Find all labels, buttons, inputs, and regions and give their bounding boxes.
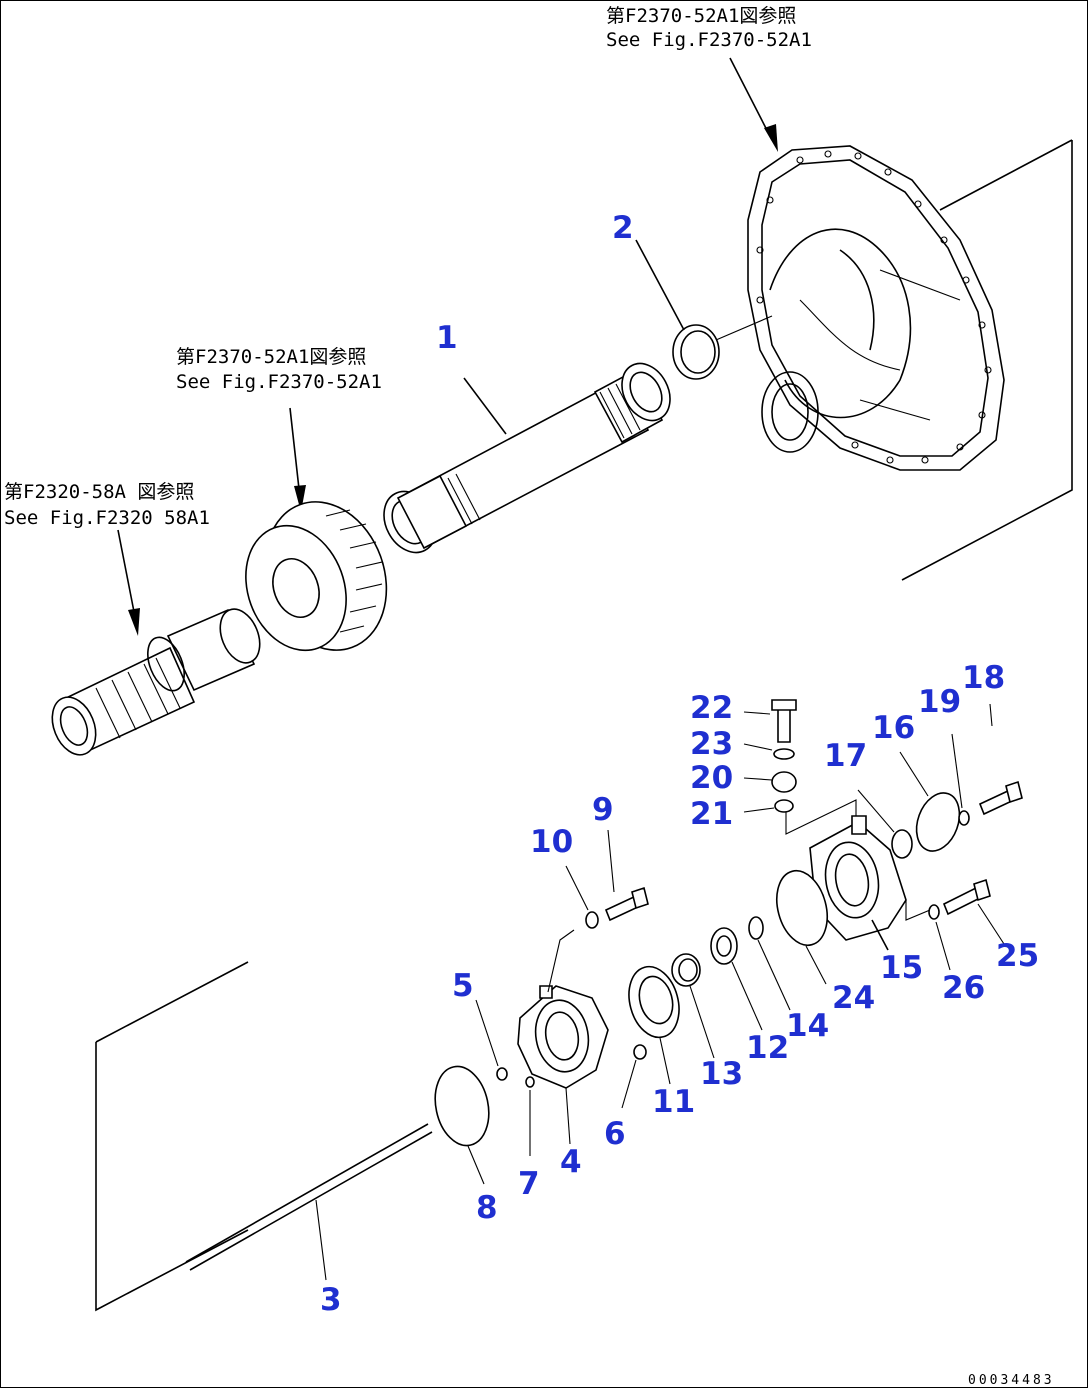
part-7-pin	[525, 1076, 535, 1156]
label-part-19: 19	[918, 684, 961, 720]
part-26-washer	[928, 904, 951, 971]
label-part-9: 9	[592, 792, 614, 828]
reference-arrows	[117, 57, 778, 636]
splined-shaft	[51, 608, 261, 756]
part-9-bolt	[604, 829, 649, 922]
reference-gear-jp: 第F2370-52A1図参照	[176, 346, 366, 368]
label-part-12: 12	[746, 1030, 789, 1066]
reference-housing-jp: 第F2370-52A1図参照	[606, 5, 796, 27]
label-part-15: 15	[880, 950, 923, 986]
label-part-10: 10	[530, 824, 573, 860]
label-part-26: 26	[942, 970, 985, 1006]
label-part-25: 25	[996, 938, 1039, 974]
reference-gear: 第F2370-52A1図参照 See Fig.F2370-52A1	[176, 346, 382, 393]
label-part-14: 14	[786, 1008, 829, 1044]
document-number: 00034483	[968, 1373, 1055, 1388]
reference-shaft-jp: 第F2320-58A 図参照	[4, 481, 194, 503]
label-part-16: 16	[872, 710, 915, 746]
part-14-ring	[748, 916, 791, 1011]
label-part-24: 24	[832, 980, 875, 1016]
label-part-5: 5	[452, 968, 474, 1004]
part-16-cap	[899, 751, 961, 852]
label-part-6: 6	[604, 1116, 626, 1152]
part-8-oring	[434, 1065, 490, 1185]
label-part-1: 1	[436, 320, 458, 356]
label-part-4: 4	[560, 1144, 582, 1180]
label-part-7: 7	[518, 1166, 540, 1202]
label-part-20: 20	[690, 760, 733, 796]
transmission-housing	[747, 139, 1073, 581]
label-part-17: 17	[824, 738, 867, 774]
part-25-bolt	[905, 878, 1005, 945]
label-part-2: 2	[612, 210, 634, 246]
label-part-22: 22	[690, 690, 733, 726]
reference-shaft-en: See Fig.F2320 58A1	[4, 507, 210, 529]
reference-housing-en: See Fig.F2370-52A1	[606, 29, 812, 51]
parts-20-23-breather	[743, 699, 857, 835]
part-3-rod	[95, 961, 433, 1312]
part-12-bearing	[710, 927, 763, 1031]
part-18-bolt	[978, 703, 1023, 816]
label-part-11: 11	[652, 1084, 695, 1120]
part-17-oring	[857, 789, 913, 859]
part-13-snap-ring	[671, 953, 715, 1059]
label-part-3: 3	[320, 1282, 342, 1318]
part-number-labels: 1 2 3 4 5 6 7 8 9 10 11 12 13 14 15 16 1…	[320, 210, 1039, 1318]
reference-shaft: 第F2320-58A 図参照 See Fig.F2320 58A1	[4, 481, 210, 529]
label-part-18: 18	[962, 660, 1005, 696]
part-4-cover	[517, 929, 609, 1145]
part-5-pin	[475, 999, 508, 1081]
part-2-snap-ring	[635, 239, 773, 380]
part-11-seal	[628, 965, 680, 1085]
reference-housing: 第F2370-52A1図参照 See Fig.F2370-52A1	[606, 5, 812, 51]
reference-gear-en: See Fig.F2370-52A1	[176, 371, 382, 393]
label-part-23: 23	[690, 726, 733, 762]
part-19-washer	[951, 733, 970, 826]
gear	[245, 501, 388, 652]
part-10-washer	[565, 865, 599, 929]
label-part-13: 13	[700, 1056, 743, 1092]
part-1-hollow-shaft	[383, 362, 671, 554]
part-24-oring	[776, 869, 828, 985]
label-part-8: 8	[476, 1190, 498, 1226]
label-part-21: 21	[690, 796, 733, 832]
part-6-plug	[621, 1044, 647, 1109]
